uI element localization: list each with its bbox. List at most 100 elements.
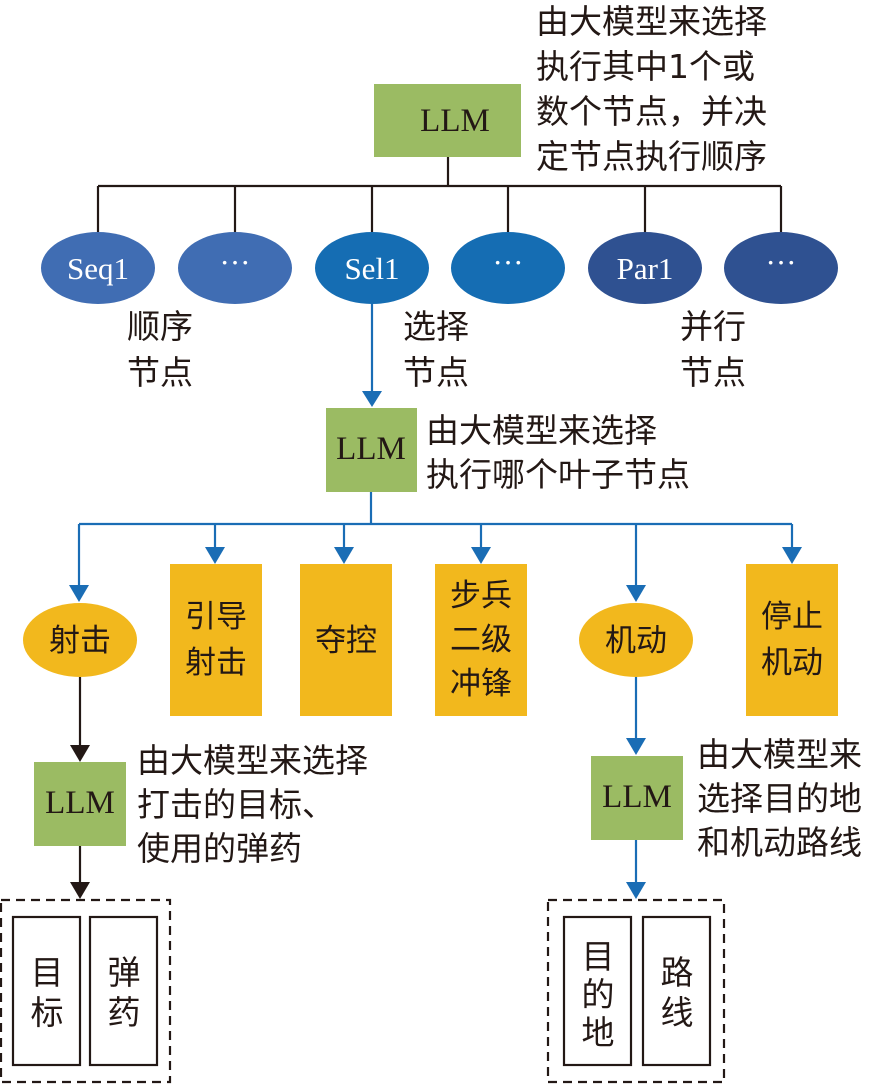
selector-type-label: 节点 [403,353,469,392]
leaf-label: 冲锋 [450,666,512,702]
leaf-label: 停止 [761,599,823,635]
action-node [746,564,838,716]
middle-llm-annotation: 由大模型来选择 执行哪个叶子节点 [426,411,690,494]
node-type-labels: 顺序 节点 选择 节点 并行 节点 [127,307,746,392]
leaf-maneuver: 机动 [579,603,693,677]
leaf-label: 射击 [49,623,111,659]
top-llm-annotation: 由大模型来选择 执行其中1个或 数个节点，并决 定节点执行顺序 [536,2,767,176]
annotation-line: 打击的目标、 [137,785,335,824]
composite-nodes: Seq1 ··· Sel1 ··· Par1 ··· [41,232,838,304]
annotation-line: 执行其中1个或 [536,47,755,86]
annotation-line: 和机动路线 [697,823,862,862]
top-llm-box [374,84,521,157]
arrowhead-icon [70,745,90,762]
action-node [300,564,392,716]
output-label: 目 [582,937,615,976]
fire-branch: LLM 由大模型来选择 打击的目标、 使用的弹药 目 标 弹 药 [0,677,368,1084]
top-connectors [96,157,783,232]
output-route-box [641,915,712,1067]
arrowhead-icon [362,391,382,407]
action-node [435,564,527,716]
leaf-label: 二级 [450,622,512,658]
node-label: ··· [493,245,524,280]
output-label: 的 [582,975,615,1014]
fire-llm-box [34,762,126,846]
annotation-line: 由大模型来 [697,735,862,774]
leaf-label: 引导 [185,599,247,635]
move-branch: LLM 由大模型来 选择目的地 和机动路线 目 的 地 路 线 [546,677,862,1084]
selector-type-label: 选择 [403,307,469,346]
node-label: ··· [766,245,797,280]
leaf-label: 夺控 [315,623,377,659]
arrowhead-icon [782,547,802,564]
sequence-node [41,232,155,304]
leaf-label: 机动 [761,645,823,681]
leaf-label: 步兵 [450,578,512,614]
output-destination-box [562,915,633,1067]
arrowhead-icon [69,585,89,602]
output-label: 弹 [108,953,141,992]
leaf-guided-fire: 引导 射击 [170,564,262,716]
annotation-line: 由大模型来选择 [137,741,368,780]
leaf-label: 射击 [185,645,247,681]
leaf-connectors [77,492,794,586]
parallel-node [724,232,838,304]
parallel-node [588,232,702,304]
node-label: Sel1 [344,251,399,286]
selector-node [451,232,565,304]
output-label: 路 [661,953,694,992]
arrowhead-icon [626,738,646,755]
move-llm-box [591,756,683,840]
annotation-line: 由大模型来选择 [426,411,657,450]
leaf-infantry-charge: 步兵 二级 冲锋 [435,564,527,716]
annotation-line: 选择目的地 [697,779,862,818]
fire-llm-label: LLM [45,785,115,821]
action-node [170,564,262,716]
move-llm-label: LLM [602,779,672,815]
arrowhead-icon [471,547,491,564]
middle-llm-box [326,408,417,492]
arrowhead-icon [626,585,646,602]
top-llm-group: LLM [374,84,521,157]
node-seq1: Seq1 [41,232,155,304]
node-label: Par1 [617,251,674,286]
action-node [23,603,137,677]
leaf-label: 机动 [605,623,667,659]
output-label: 药 [108,993,141,1032]
sequence-node [178,232,292,304]
leaf-nodes: 射击 引导 射击 夺控 步兵 二级 冲锋 机动 停止 机动 [23,564,838,716]
node-par1: Par1 [588,232,702,304]
leaf-arrowheads [69,547,802,602]
node-par-more: ··· [724,232,838,304]
output-label: 地 [582,1013,615,1052]
leaf-stop-maneuver: 停止 机动 [746,564,838,716]
output-ammo-box [88,915,159,1067]
annotation-line: 由大模型来选择 [536,2,767,41]
sel-to-llm-connector [362,304,382,407]
top-llm-label: LLM [420,103,490,139]
parallel-type-label: 节点 [680,353,746,392]
annotation-line: 定节点执行顺序 [536,137,767,176]
arrowhead-icon [334,547,354,564]
leaf-seize-control: 夺控 [300,564,392,716]
arrowhead-icon [70,882,90,899]
parallel-type-label: 并行 [680,307,746,346]
annotation-line: 执行哪个叶子节点 [426,455,690,494]
annotation-line: 使用的弹药 [137,829,302,868]
arrowhead-icon [626,882,646,899]
arrowhead-icon [205,547,225,564]
middle-llm-group: LLM [326,408,417,492]
node-label: ··· [220,245,251,280]
middle-llm-label: LLM [336,431,406,467]
action-node [579,603,693,677]
output-label: 目 [31,953,64,992]
output-target-box [11,915,82,1067]
fire-output-group [0,898,172,1084]
sequence-type-label: 节点 [127,353,193,392]
node-sel1: Sel1 [315,232,429,304]
selector-node [315,232,429,304]
annotation-line: 数个节点，并决 [536,92,767,131]
node-seq-more: ··· [178,232,292,304]
output-label: 标 [31,993,64,1032]
